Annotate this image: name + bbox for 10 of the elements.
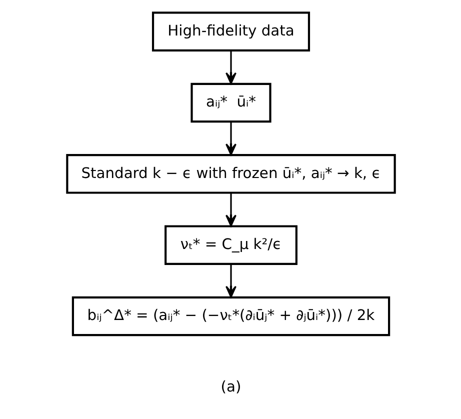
arrow bbox=[225, 264, 236, 298]
node-box: Standard k − ϵ with frozen ūᵢ*, aᵢⱼ* → k, ϵ bbox=[66, 154, 396, 194]
node-box: High-fidelity data bbox=[151, 12, 310, 52]
node-box: νₜ* = C_μ k²/ϵ bbox=[164, 225, 297, 265]
arrow bbox=[225, 122, 236, 156]
arrow bbox=[225, 50, 236, 84]
node-box: bᵢⱼ^Δ* = (aᵢⱼ* − (−νₜ*(∂ᵢūⱼ* + ∂ⱼūᵢ*))) / 2k bbox=[71, 296, 390, 336]
node-box: aᵢⱼ* ūᵢ* bbox=[190, 82, 271, 123]
arrow bbox=[225, 193, 236, 227]
label: (a) bbox=[220, 378, 241, 396]
